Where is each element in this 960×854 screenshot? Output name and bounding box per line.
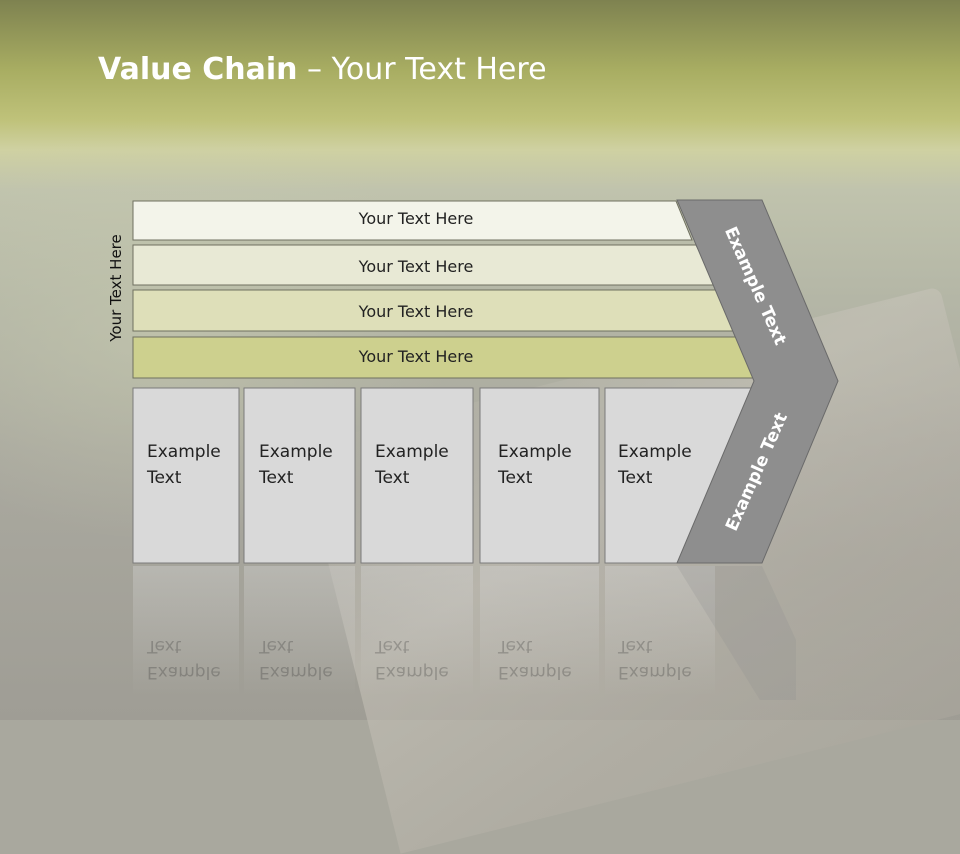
column-label-reflection: Example Text	[259, 633, 333, 685]
title-rest: – Your Text Here	[297, 52, 547, 87]
reflection	[133, 566, 796, 700]
column-label-line: Example	[618, 442, 692, 462]
row-label-4: Your Text Here	[358, 347, 474, 366]
column-label-line: Example	[498, 442, 572, 462]
row-label-3: Your Text Here	[358, 302, 474, 321]
column-reflection	[133, 566, 239, 696]
column-label-line: Text	[147, 636, 182, 656]
column-label-reflection: Example Text	[618, 633, 692, 685]
title-bold: Value Chain	[98, 52, 298, 87]
value-chain-diagram	[132, 199, 839, 700]
column-box-1	[132, 387, 240, 564]
arrow-reflection	[677, 566, 796, 700]
row-bar-1	[132, 200, 693, 241]
column-label-line: Example	[147, 442, 221, 462]
chevron-arrow	[676, 199, 839, 564]
column-label-line: Text	[147, 468, 182, 488]
column-label-line: Text	[498, 636, 533, 656]
column-reflection	[605, 566, 715, 696]
column-label-line: Text	[259, 468, 294, 488]
column-label-line: Example	[618, 662, 692, 682]
column-label-line: Example	[259, 442, 333, 462]
column-label-line: Text	[618, 636, 653, 656]
column-label-line: Text	[375, 468, 410, 488]
column-label-line: Example	[259, 662, 333, 682]
page-title: Value Chain – Your Text Here	[98, 52, 547, 87]
column-label-line: Text	[618, 468, 653, 488]
column-label-line: Example	[375, 662, 449, 682]
column-label-line: Example	[498, 662, 572, 682]
column-box-3	[360, 387, 474, 564]
column-label-line: Text	[498, 468, 533, 488]
row-label-1: Your Text Here	[358, 209, 474, 228]
column-label-line: Example	[147, 662, 221, 682]
column-reflection	[244, 566, 355, 696]
column-label-line: Text	[259, 636, 294, 656]
column-box-4	[479, 387, 600, 564]
column-label-reflection: Example Text	[375, 633, 449, 685]
row-label-2: Your Text Here	[358, 257, 474, 276]
column-reflection	[361, 566, 473, 696]
column-box-2	[243, 387, 356, 564]
column-label-line: Text	[375, 636, 410, 656]
column-label-line: Example	[375, 442, 449, 462]
column-label-reflection: Example Text	[498, 633, 572, 685]
column-reflection	[480, 566, 599, 696]
column-label-reflection: Example Text	[147, 633, 221, 685]
